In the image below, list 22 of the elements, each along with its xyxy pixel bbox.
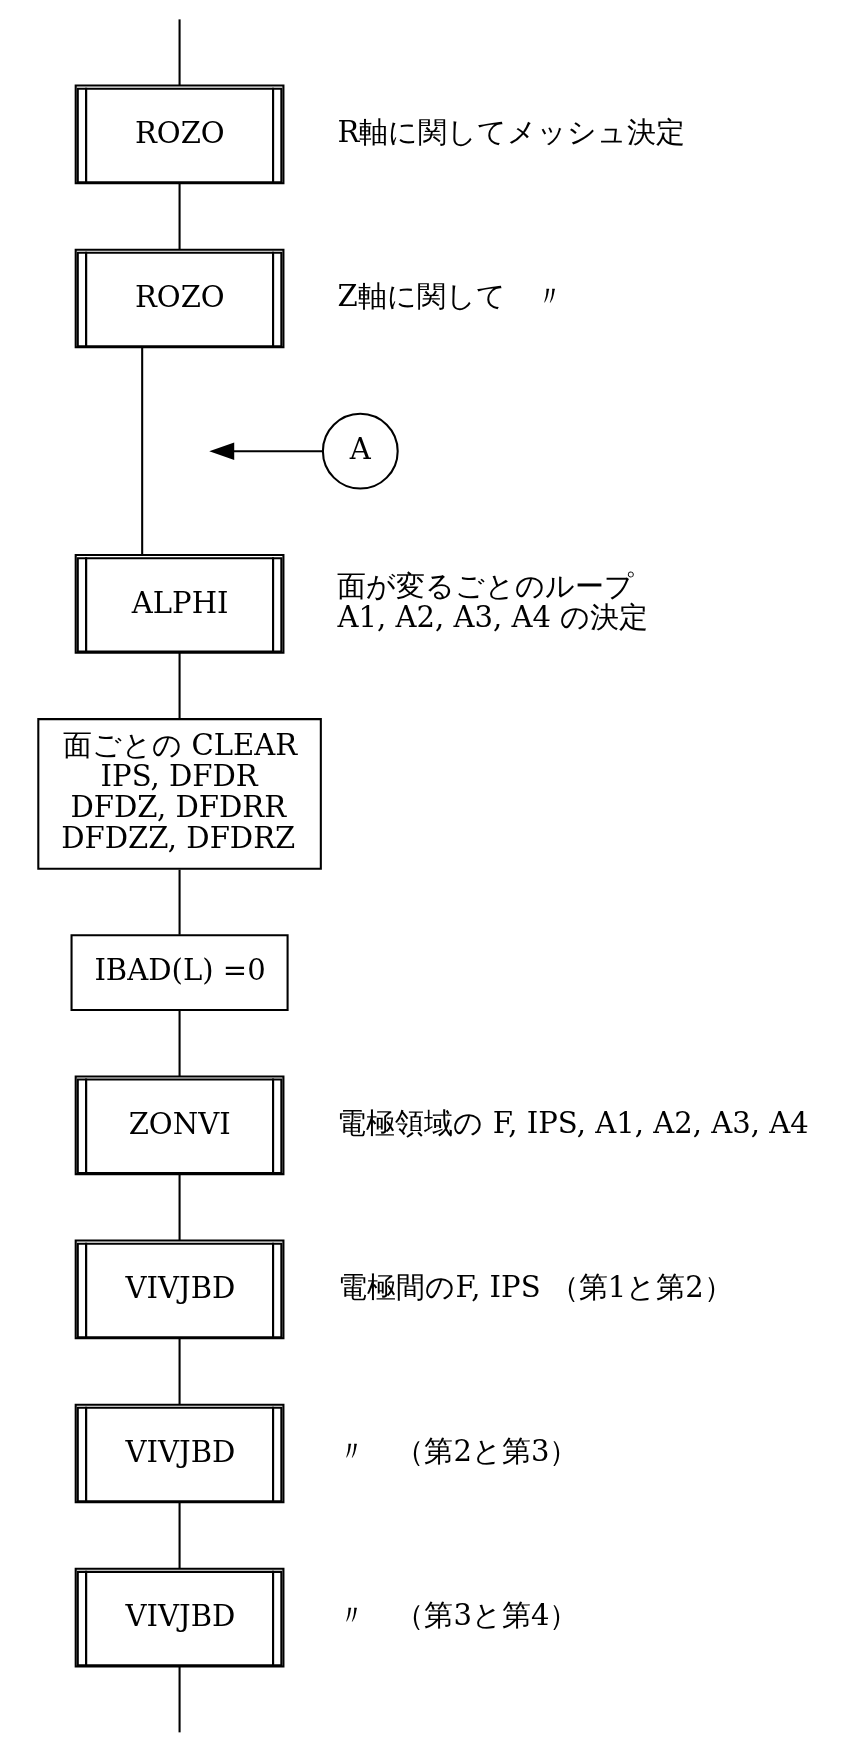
- node-label: 面が変るごとのループ: [336, 568, 634, 603]
- node-label: 〃 （第2と第3）: [336, 1434, 578, 1469]
- connector: [178, 1010, 181, 1077]
- node-label: 〃 （第3と第4）: [336, 1598, 578, 1633]
- node-label: Z軸に関して 〃: [336, 279, 564, 314]
- node-box: 面ごとの CLEAR IPS, DFDR DFDZ, DFDRR DFDZZ, DFDRZ: [36, 718, 322, 870]
- connector: [178, 1338, 181, 1405]
- connector: [178, 183, 181, 250]
- connector: [178, 1666, 181, 1733]
- connector: [178, 19, 181, 86]
- node-label: A1, A2, A3, A4 の決定: [336, 600, 648, 635]
- connector: [178, 652, 181, 719]
- node-label: 電極間のF, IPS （第1と第2）: [337, 1270, 733, 1305]
- connector: [140, 347, 143, 555]
- node-box: IBAD(L) =0: [70, 934, 289, 1012]
- node-circle: A: [321, 412, 399, 490]
- connector: [178, 869, 181, 935]
- connector: [178, 1174, 181, 1241]
- connector: [178, 1502, 181, 1569]
- node-label: 電極領域の F, IPS, A1, A2, A3, A4: [336, 1105, 809, 1140]
- arrow: [208, 442, 322, 460]
- node-label: R軸に関してメッシュ決定: [336, 115, 685, 150]
